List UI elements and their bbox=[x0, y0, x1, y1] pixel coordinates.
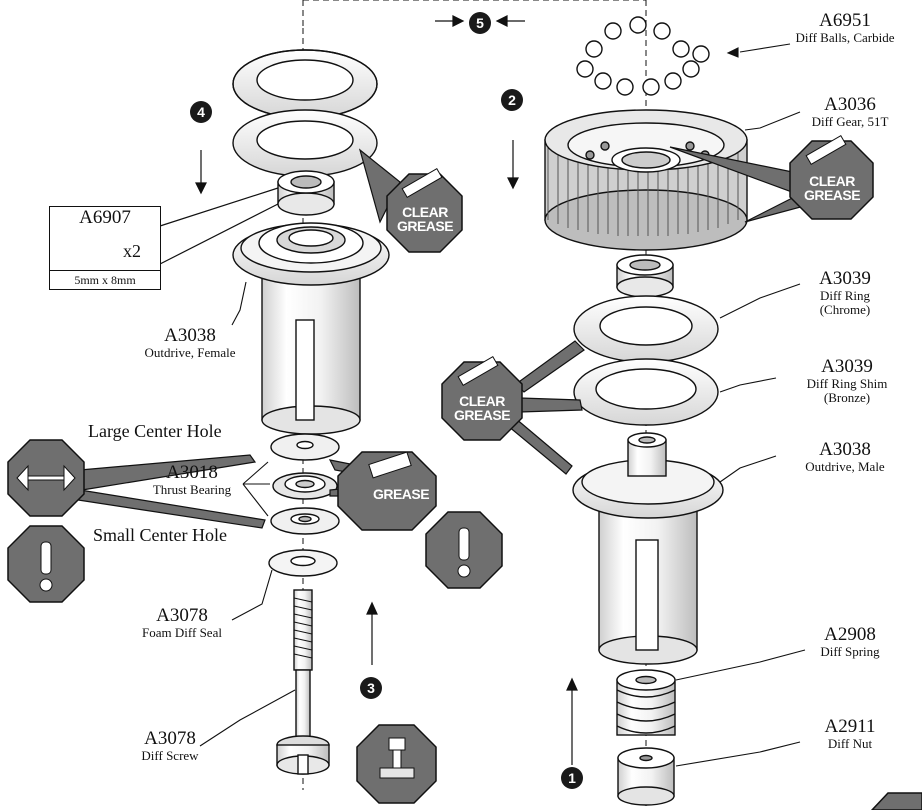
measure-icon bbox=[16, 464, 76, 492]
bearing-box-part: A6907 bbox=[79, 207, 131, 228]
diff-nut bbox=[617, 747, 675, 806]
bearing-box-qty: x2 bbox=[123, 241, 141, 261]
diff-gear bbox=[544, 109, 748, 251]
left-stack bbox=[232, 49, 390, 775]
step-marker-4: 4 bbox=[190, 101, 212, 123]
grease-tube-icons bbox=[368, 134, 847, 479]
bearing-box-size: 5mm x 8mm bbox=[50, 270, 160, 288]
bearing-callout-box: A6907 x2 5mm x 8mm bbox=[49, 206, 161, 290]
step-marker-1: 1 bbox=[561, 767, 583, 789]
grease-badge bbox=[337, 451, 437, 531]
step-marker-3: 3 bbox=[360, 677, 382, 699]
bearing-left bbox=[277, 170, 335, 216]
outdrive-female bbox=[232, 222, 390, 435]
bearing-right bbox=[616, 254, 674, 298]
washer-large-hole bbox=[270, 433, 340, 461]
diff-screw bbox=[276, 589, 330, 775]
bearing-box-pointer bbox=[159, 187, 279, 265]
diff-spring bbox=[616, 669, 676, 736]
diff-ring bbox=[573, 295, 719, 363]
right-stack bbox=[544, 16, 748, 806]
step-marker-5: 5 bbox=[469, 12, 491, 34]
foam-seal bbox=[268, 549, 338, 577]
threadlock-icon bbox=[379, 737, 415, 779]
second-washer bbox=[232, 109, 378, 177]
thrust-bearing bbox=[272, 472, 338, 500]
outdrive-male bbox=[572, 432, 724, 665]
top-washer bbox=[232, 49, 378, 119]
step-marker-2: 2 bbox=[501, 89, 523, 111]
diff-balls bbox=[576, 16, 710, 96]
grease-label: GREASE bbox=[372, 486, 430, 502]
diff-ring-shim bbox=[573, 358, 719, 426]
exclamation-icons bbox=[39, 527, 471, 592]
note-small-center-hole: Small Center Hole bbox=[93, 525, 227, 545]
leader-lines bbox=[199, 43, 806, 767]
washer-small-hole bbox=[270, 507, 340, 535]
note-large-center-hole: Large Center Hole bbox=[88, 421, 222, 441]
corner-badge bbox=[870, 792, 922, 810]
step-arrows bbox=[195, 15, 578, 765]
